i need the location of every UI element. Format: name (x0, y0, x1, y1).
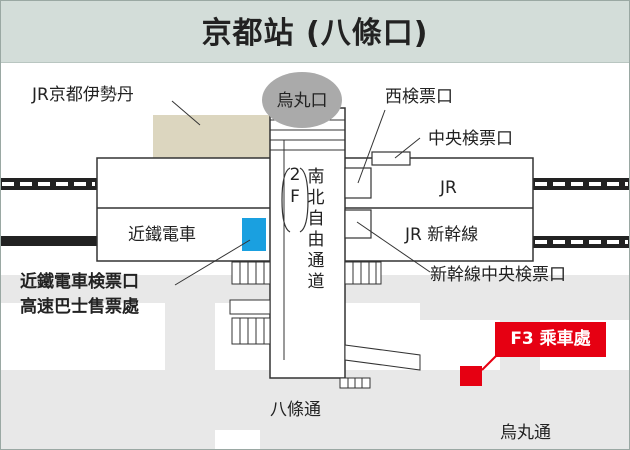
kintetsu-gate-marker (242, 218, 266, 251)
street-block (260, 430, 630, 450)
jr-shinkansen-label: JR 新幹線 (404, 224, 478, 245)
svg-text:2F: 2F (290, 165, 301, 207)
kintetsu-gate-label-1: 近鐵電車検票口 (20, 271, 139, 292)
karasuma-exit-oval (262, 72, 342, 128)
shinkansen-gate-box (344, 209, 372, 239)
isetan-label: JR京都伊勢丹 (31, 85, 134, 105)
railway-track-left (0, 178, 97, 246)
karasuma-street-label: 烏丸通 (500, 423, 551, 443)
shinkansen-gate-label: 新幹線中央検票口 (430, 264, 566, 285)
pickup-badge: F3 乘車處 (495, 322, 606, 357)
stairs-left (229, 261, 271, 345)
kintetsu-gate-label-2: 高速巴士售票處 (20, 296, 140, 317)
west-gate-label: 西検票口 (385, 87, 453, 107)
isetan-building (153, 115, 270, 158)
karasuma-exit-label: 烏丸口 (277, 91, 328, 111)
pickup-marker (460, 366, 482, 386)
hachijo-street-label: 八條通 (270, 400, 321, 420)
central-gate-box (371, 151, 411, 166)
railway-track-right (533, 178, 630, 248)
north-south-passage (269, 107, 346, 379)
page-title: 京都站 (八條口) (201, 16, 429, 51)
street-block (0, 430, 200, 450)
kintetsu-label: 近鐵電車 (128, 225, 196, 245)
central-gate-label: 中央検票口 (428, 129, 513, 149)
passage-label: 南北自由通道 (308, 167, 325, 292)
title-bar (0, 0, 630, 63)
stairs-right (344, 261, 421, 371)
stairs-bottom (339, 377, 371, 389)
jr-label: JR (439, 178, 457, 198)
